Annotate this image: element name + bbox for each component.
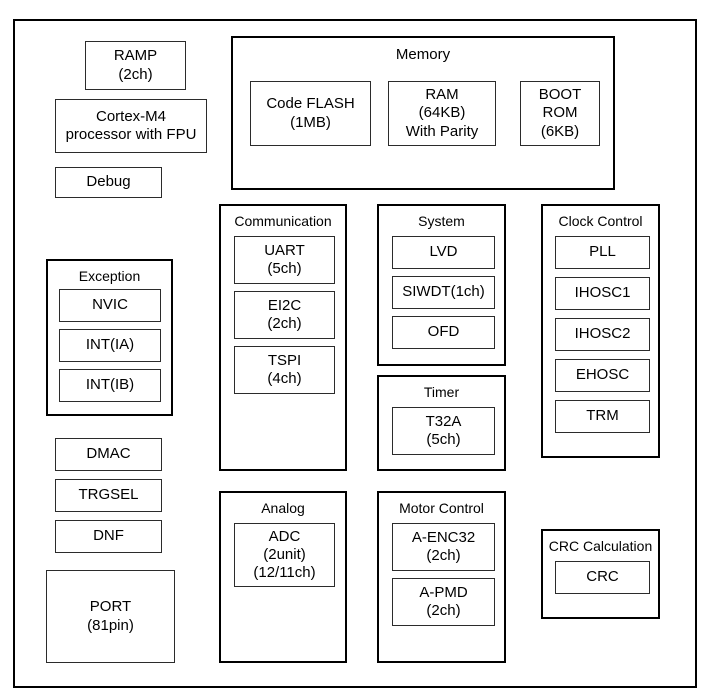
block-ramp-line2: (2ch)	[118, 65, 153, 83]
group-system: System LVD SIWDT(1ch) OFD	[377, 204, 506, 366]
block-dmac[interactable]: DMAC	[55, 438, 162, 471]
block-code-flash-line1: Code FLASH	[266, 95, 355, 113]
block-trgsel-label: TRGSEL	[78, 486, 139, 504]
block-boot-rom-line2: ROM	[542, 104, 578, 122]
block-ihosc2[interactable]: IHOSC2	[555, 318, 650, 351]
block-lvd[interactable]: LVD	[392, 236, 495, 269]
block-ram-line3: With Parity	[405, 122, 479, 140]
block-port-line1: PORT	[89, 598, 132, 616]
block-lvd-label: LVD	[429, 243, 458, 261]
group-exception-title: Exception	[78, 268, 141, 284]
block-dmac-label: DMAC	[86, 445, 131, 463]
block-ram[interactable]: RAM (64KB) With Parity	[388, 81, 496, 146]
block-siwdt-label: SIWDT(1ch)	[402, 283, 485, 301]
block-ei2c[interactable]: EI2C (2ch)	[234, 291, 335, 339]
block-ihosc1-label: IHOSC1	[574, 284, 631, 302]
group-timer-title: Timer	[423, 384, 460, 400]
group-analog: Analog ADC (2unit) (12/11ch)	[219, 491, 347, 663]
block-t32a-line2: (5ch)	[426, 431, 461, 448]
group-crc-calculation: CRC Calculation CRC	[541, 529, 660, 619]
block-crc[interactable]: CRC	[555, 561, 650, 594]
block-debug-label: Debug	[86, 173, 131, 191]
group-crc-calculation-title: CRC Calculation	[548, 538, 653, 554]
block-trgsel[interactable]: TRGSEL	[55, 479, 162, 512]
block-int-ia[interactable]: INT(IA)	[59, 329, 161, 362]
block-debug[interactable]: Debug	[55, 167, 162, 198]
group-clock-control-title: Clock Control	[558, 213, 643, 229]
group-communication-title: Communication	[234, 213, 332, 229]
block-trm-label: TRM	[586, 407, 619, 425]
block-adc-line3: (12/11ch)	[253, 564, 316, 582]
block-ramp[interactable]: RAMP (2ch)	[85, 41, 186, 90]
block-int-ia-label: INT(IA)	[85, 336, 135, 354]
block-ei2c-line2: (2ch)	[267, 315, 302, 332]
group-motor-control: Motor Control A-ENC32 (2ch) A-PMD (2ch)	[377, 491, 506, 663]
block-ofd[interactable]: OFD	[392, 316, 495, 349]
group-timer: Timer T32A (5ch)	[377, 375, 506, 471]
block-ramp-line1: RAMP	[113, 47, 158, 65]
block-ofd-label: OFD	[427, 323, 460, 341]
block-cortex-m4[interactable]: Cortex-M4 processor with FPU	[55, 99, 207, 153]
block-boot-rom-line3: (6KB)	[540, 122, 580, 140]
block-int-ib[interactable]: INT(IB)	[59, 369, 161, 402]
block-ei2c-line1: EI2C	[267, 296, 302, 314]
block-a-pmd-line2: (2ch)	[426, 602, 461, 619]
block-port[interactable]: PORT (81pin)	[46, 570, 175, 663]
block-siwdt[interactable]: SIWDT(1ch)	[392, 276, 495, 309]
block-uart-line2: (5ch)	[267, 260, 302, 277]
block-a-enc32-line2: (2ch)	[426, 547, 461, 564]
block-a-pmd[interactable]: A-PMD (2ch)	[392, 578, 495, 626]
block-pll-label: PLL	[589, 243, 616, 261]
block-int-ib-label: INT(IB)	[85, 376, 135, 394]
block-ehosc[interactable]: EHOSC	[555, 359, 650, 392]
block-cortex-m4-line2: processor with FPU	[65, 126, 197, 143]
block-pll[interactable]: PLL	[555, 236, 650, 269]
group-exception: Exception NVIC INT(IA) INT(IB)	[46, 259, 173, 416]
block-a-pmd-line1: A-PMD	[419, 583, 468, 601]
block-dnf[interactable]: DNF	[55, 520, 162, 553]
block-boot-rom[interactable]: BOOT ROM (6KB)	[520, 81, 600, 146]
block-a-enc32[interactable]: A-ENC32 (2ch)	[392, 523, 495, 571]
block-t32a[interactable]: T32A (5ch)	[392, 407, 495, 455]
block-t32a-line1: T32A	[425, 412, 462, 430]
block-tspi[interactable]: TSPI (4ch)	[234, 346, 335, 394]
group-system-title: System	[418, 213, 465, 229]
group-memory: Memory Code FLASH (1MB) RAM (64KB) With …	[231, 36, 615, 190]
block-ehosc-label: EHOSC	[575, 366, 630, 384]
group-motor-control-title: Motor Control	[399, 500, 484, 516]
block-boot-rom-line1: BOOT	[538, 86, 582, 104]
block-a-enc32-line1: A-ENC32	[411, 528, 476, 546]
group-memory-title: Memory	[395, 46, 451, 63]
block-ram-line1: RAM	[425, 86, 459, 104]
block-tspi-line1: TSPI	[267, 351, 302, 369]
block-ram-line2: (64KB)	[418, 104, 466, 122]
group-clock-control: Clock Control PLL IHOSC1 IHOSC2 EHOSC TR…	[541, 204, 660, 458]
block-code-flash[interactable]: Code FLASH (1MB)	[250, 81, 371, 146]
block-adc-line1: ADC	[268, 527, 301, 545]
block-adc[interactable]: ADC (2unit) (12/11ch)	[234, 523, 335, 587]
block-dnf-label: DNF	[93, 527, 124, 545]
block-ihosc2-label: IHOSC2	[574, 325, 631, 343]
block-trm[interactable]: TRM	[555, 400, 650, 433]
block-ihosc1[interactable]: IHOSC1	[555, 277, 650, 310]
block-crc-label: CRC	[586, 568, 619, 586]
block-uart-line1: UART	[264, 241, 305, 259]
block-port-line2: (81pin)	[87, 616, 134, 634]
block-uart[interactable]: UART (5ch)	[234, 236, 335, 284]
group-analog-title: Analog	[261, 500, 305, 516]
group-communication: Communication UART (5ch) EI2C (2ch) TSPI…	[219, 204, 347, 471]
block-code-flash-line2: (1MB)	[290, 113, 331, 131]
block-cortex-m4-line1: Cortex-M4	[95, 107, 166, 125]
block-adc-line2: (2unit)	[263, 545, 306, 563]
block-tspi-line2: (4ch)	[267, 370, 302, 387]
block-nvic[interactable]: NVIC	[59, 289, 161, 322]
block-nvic-label: NVIC	[92, 296, 128, 314]
